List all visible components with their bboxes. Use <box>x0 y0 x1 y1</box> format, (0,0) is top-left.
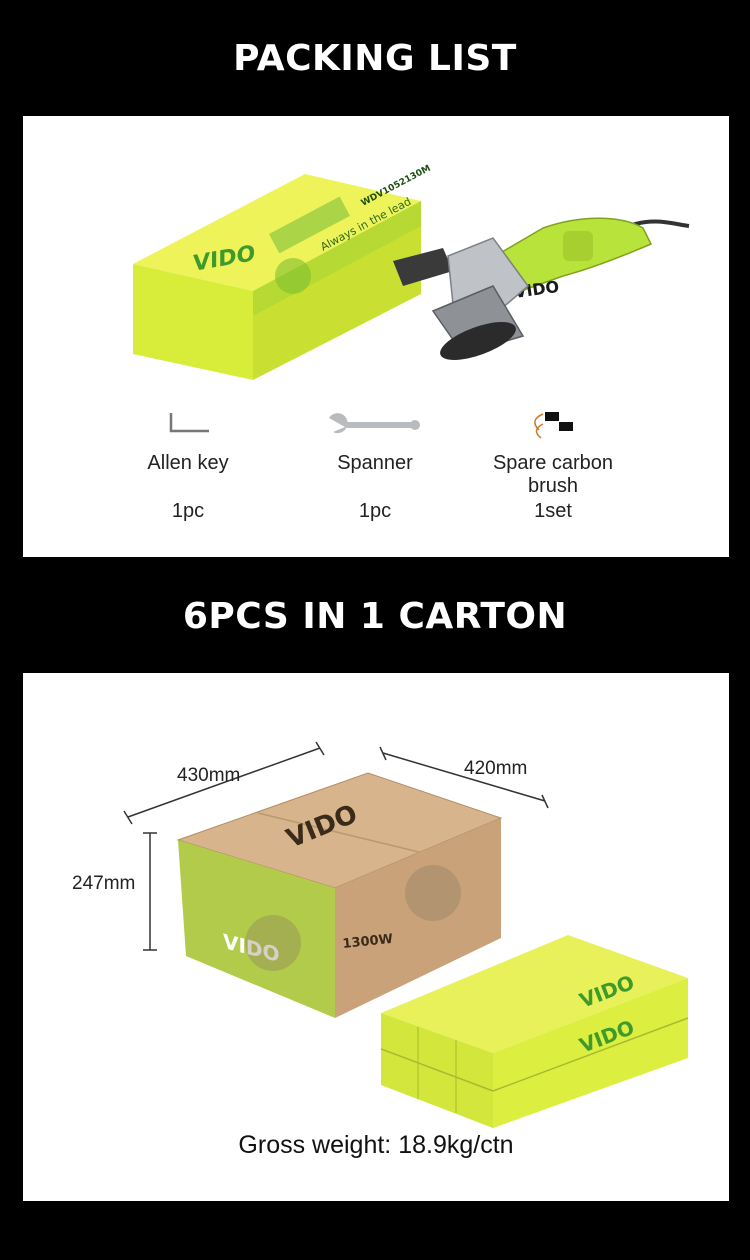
accessory-allen-key: Allen key <box>98 452 278 475</box>
dimension-lines <box>123 741 549 951</box>
carton-title: 6PCS IN 1 CARTON <box>182 596 568 637</box>
allen-key-icon <box>169 413 209 433</box>
carton-panel: VIDO VIDO 1300W VIDO VIDO 430mm 420mm 24… <box>23 673 729 1201</box>
angle-grinder-image: VIDO <box>393 217 690 360</box>
packing-list-panel: VIDO Always in the lead WDV1052130M VIDO <box>23 116 729 557</box>
spanner-icon <box>329 413 420 434</box>
accessory-carbon-brush: Spare carbon brush <box>463 452 643 498</box>
product-illustration: VIDO Always in the lead WDV1052130M VIDO <box>133 164 690 439</box>
carton-length-label: 430mm <box>177 765 241 786</box>
carton-width-label: 420mm <box>464 758 528 779</box>
carton-box-image: VIDO VIDO 1300W <box>176 772 503 1018</box>
carton-height-label: 247mm <box>72 873 136 894</box>
color-boxes-image: VIDO VIDO <box>380 935 689 1128</box>
carton-illustration: VIDO VIDO 1300W VIDO VIDO <box>123 741 689 1128</box>
carbon-brush-icon <box>534 412 573 439</box>
gross-weight-text: Gross weight: 18.9kg/ctn <box>238 1131 514 1159</box>
svg-text:1300W: 1300W <box>342 932 394 952</box>
packing-list-title: PACKING LIST <box>233 38 517 79</box>
accessory-name: Allen key <box>147 452 229 474</box>
accessory-name: Spanner <box>337 452 413 474</box>
accessory-spanner: Spanner <box>285 452 465 475</box>
accessory-qty: 1pc <box>171 500 205 522</box>
accessory-qty: 1set <box>534 500 572 522</box>
accessory-name: Spare carbon brush <box>492 452 614 497</box>
product-box-image: VIDO Always in the lead WDV1052130M <box>133 164 433 380</box>
accessory-qty: 1pc <box>358 500 392 522</box>
